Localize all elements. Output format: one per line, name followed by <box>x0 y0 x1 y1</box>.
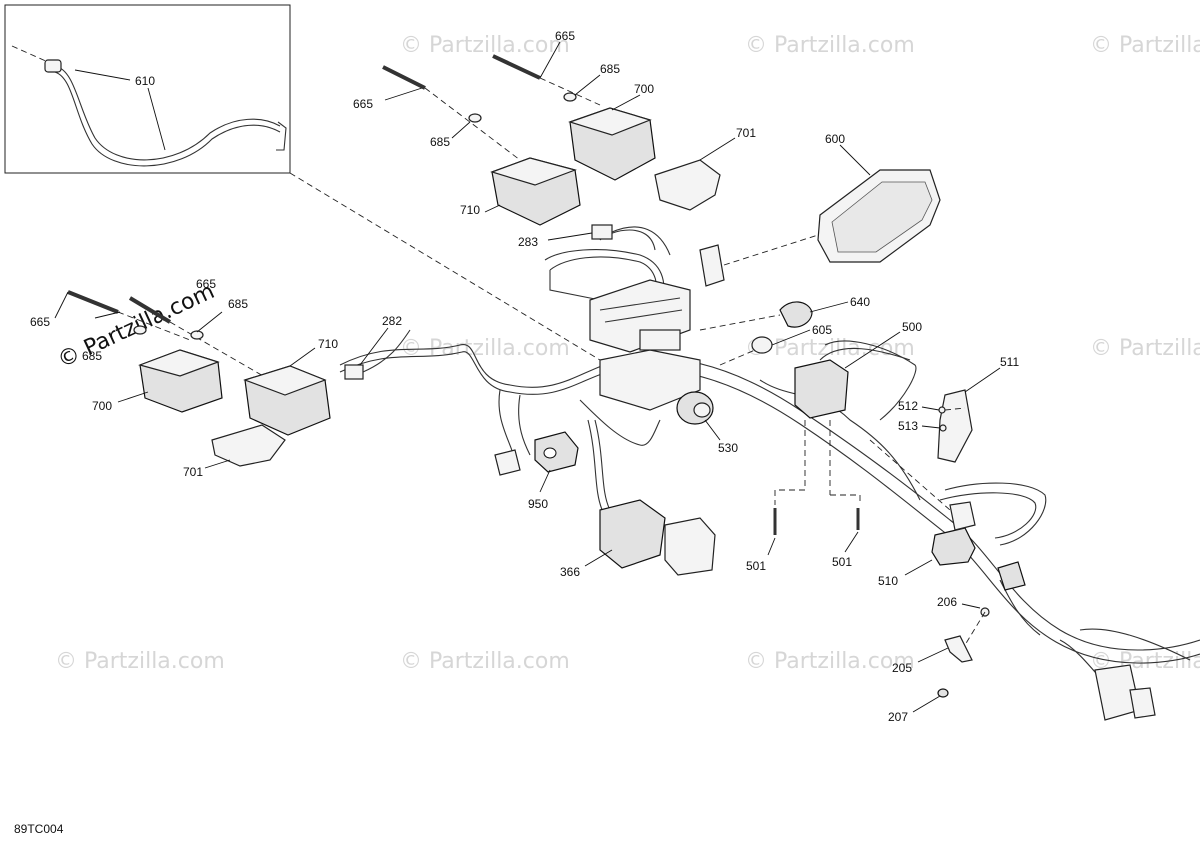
connector-283 <box>591 224 613 240</box>
callout-205: 205 <box>892 661 912 675</box>
nut-605 <box>751 336 773 354</box>
inset-610: 610 <box>4 4 291 174</box>
power-socket <box>534 431 579 473</box>
watermark: © Partzilla.com <box>745 336 915 361</box>
inset-frame <box>4 4 291 174</box>
callout-710: 710 <box>460 203 480 217</box>
callout-610: 610 <box>135 74 155 88</box>
bracket-701-top <box>654 159 721 211</box>
connector-600-plug <box>699 244 725 287</box>
callout-600: 600 <box>825 132 845 146</box>
callout-700: 700 <box>92 399 112 413</box>
callout-500: 500 <box>902 320 922 334</box>
callout-206: 206 <box>937 595 957 609</box>
harness-connector-right <box>997 561 1026 591</box>
clip-group: 206 205 207 <box>888 561 1026 724</box>
callout-701: 701 <box>736 126 756 140</box>
left-relay-group: 665 685 665 685 710 282 700 701 <box>30 277 411 479</box>
callout-501: 501 <box>832 555 852 569</box>
callout-665: 665 <box>555 29 575 43</box>
connector-610 <box>44 59 62 73</box>
harness-610 <box>54 65 281 161</box>
module-body <box>599 499 666 569</box>
watermark: © Partzilla.com <box>400 649 570 674</box>
callout-685: 685 <box>82 349 102 363</box>
callout-605: 605 <box>812 323 832 337</box>
switch-640 <box>779 301 813 328</box>
callout-207: 207 <box>888 710 908 724</box>
watermark: © Partzilla.com <box>55 649 225 674</box>
callout-530: 530 <box>718 441 738 455</box>
callout-283: 283 <box>518 235 538 249</box>
callout-701: 701 <box>183 465 203 479</box>
washer-685-left <box>468 113 482 123</box>
callout-665: 665 <box>353 97 373 111</box>
nut-513 <box>939 424 947 432</box>
nut-207 <box>937 688 949 698</box>
connector-510-body <box>931 527 976 566</box>
switch-group: 640 605 500 <box>699 295 922 419</box>
screw-512 <box>938 406 946 414</box>
module-366: 366 <box>560 499 716 579</box>
callout-700: 700 <box>634 82 654 96</box>
callout-950: 950 <box>528 497 548 511</box>
main-harness <box>339 229 1200 721</box>
washer-685-left-a <box>133 325 147 335</box>
bracket-511-group: 511 512 513 <box>898 355 1019 463</box>
connector-510: 510 <box>869 439 976 588</box>
callout-710: 710 <box>318 337 338 351</box>
harness-610-outline <box>54 66 281 164</box>
switch-500 <box>794 359 849 419</box>
top-relay-group: 665 685 665 685 700 701 710 283 <box>353 29 756 256</box>
callout-665: 665 <box>196 277 216 291</box>
bolt-665-left-b <box>128 296 172 324</box>
washer-685-right <box>563 92 577 102</box>
bolt-665-top-left <box>382 65 426 90</box>
watermark: © Partzilla.com <box>400 33 570 58</box>
bolt-665-top-right <box>492 54 541 80</box>
screws-501: 501 501 <box>746 420 861 573</box>
callout-510: 510 <box>878 574 898 588</box>
connector-282 <box>344 364 364 380</box>
watermark: © Partzilla.com <box>745 33 915 58</box>
sensor-530: 530 <box>676 391 738 455</box>
callout-366: 366 <box>560 565 580 579</box>
callout-513: 513 <box>898 419 918 433</box>
bolt-665-left-a <box>67 290 119 314</box>
watermark: © Partzilla.com <box>745 649 915 674</box>
module-connector <box>664 517 716 576</box>
callout-501: 501 <box>746 559 766 573</box>
clip-205 <box>944 635 973 663</box>
callout-685: 685 <box>600 62 620 76</box>
callout-665: 665 <box>30 315 50 329</box>
socket-950: 950 <box>528 431 579 511</box>
watermark: © Partzilla.com <box>1090 33 1200 58</box>
callout-282: 282 <box>382 314 402 328</box>
callout-511: 511 <box>1000 355 1019 369</box>
harness-plug-left <box>494 449 521 476</box>
bracket-701-left <box>211 424 286 467</box>
callout-685: 685 <box>430 135 450 149</box>
callout-640: 640 <box>850 295 870 309</box>
callout-512: 512 <box>898 399 918 413</box>
diagram-code: 89TC004 <box>14 822 64 836</box>
bracket-511 <box>937 389 973 463</box>
watermark: © Partzilla.com <box>1090 336 1200 361</box>
callout-685: 685 <box>228 297 248 311</box>
display-600: 600 <box>723 132 941 266</box>
washer-685-left-b <box>190 330 204 340</box>
